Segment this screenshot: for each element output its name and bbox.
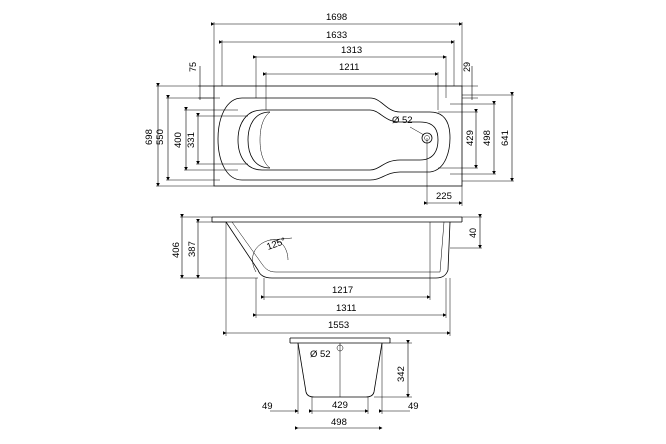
dim-331: 331 xyxy=(186,132,197,148)
top-backrest-inner xyxy=(259,111,271,169)
top-bowl-inner xyxy=(237,109,439,171)
dim-1553: 1553 xyxy=(328,320,349,331)
dim-1217: 1217 xyxy=(332,285,353,296)
dim-406: 406 xyxy=(171,242,182,258)
dim-498-end: 498 xyxy=(331,417,347,428)
side-body xyxy=(225,221,451,279)
top-outer-rim xyxy=(213,85,463,187)
dim-75: 75 xyxy=(188,62,198,72)
dim-1698: 1698 xyxy=(326,12,347,23)
side-view: 125° 406 387 40 1217 1311 1553 xyxy=(171,214,482,336)
dim-400: 400 xyxy=(173,132,184,148)
dim-429-end: 429 xyxy=(332,400,348,411)
dim-225: 225 xyxy=(436,191,452,202)
dim-429-top: 429 xyxy=(465,130,476,146)
dim-29: 29 xyxy=(462,62,472,72)
end-drain-label: Ø 52 xyxy=(310,349,331,360)
dim-387: 387 xyxy=(187,241,198,257)
top-drain-label: Ø 52 xyxy=(392,115,413,126)
end-view: Ø 52 342 49 429 49 498 xyxy=(262,337,419,430)
end-drain xyxy=(336,344,344,352)
dim-698: 698 xyxy=(144,129,155,145)
dim-342: 342 xyxy=(396,366,407,382)
top-view: Ø 52 1698 1633 1313 1211 75 29 xyxy=(144,12,514,206)
dim-498-top: 498 xyxy=(482,130,493,146)
dim-1211: 1211 xyxy=(339,62,359,73)
dim-550: 550 xyxy=(155,129,166,145)
top-bowl-outer xyxy=(217,97,451,181)
dim-49-left: 49 xyxy=(262,401,273,412)
dim-1633: 1633 xyxy=(326,30,347,41)
dim-641: 641 xyxy=(500,130,511,146)
dim-1313: 1313 xyxy=(341,45,362,56)
dim-1311: 1311 xyxy=(336,303,356,314)
top-backrest-curve xyxy=(247,111,271,169)
dim-40: 40 xyxy=(468,228,478,238)
dim-49-right: 49 xyxy=(408,401,419,412)
angle-label: 125° xyxy=(265,236,287,253)
